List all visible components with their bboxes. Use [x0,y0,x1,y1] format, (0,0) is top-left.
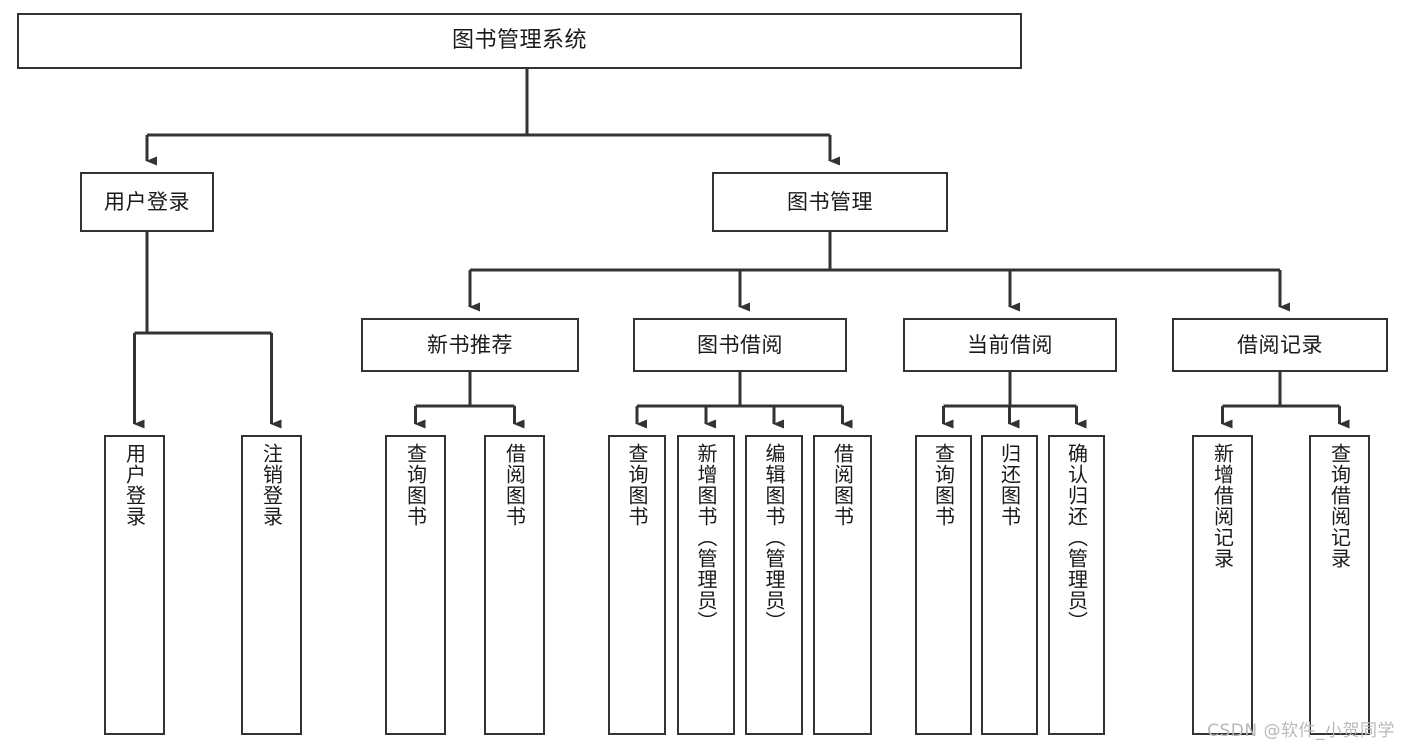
node-br-query-record[interactable]: 查询借阅记录 [1309,435,1370,735]
node-label-nbr-borrow-book: 借阅图书 [502,443,527,527]
node-label-nbr-query-book: 查询图书 [403,443,428,527]
node-book-manage[interactable]: 图书管理 [712,172,948,232]
node-bb-borrow-book[interactable]: 借阅图书 [813,435,872,735]
node-label-new-book-rec: 新书推荐 [427,332,513,357]
node-label-book-borrow: 图书借阅 [697,332,783,357]
node-nbr-query-book[interactable]: 查询图书 [385,435,446,735]
node-cb-return-book[interactable]: 归还图书 [981,435,1038,735]
node-label-borrow-record: 借阅记录 [1237,332,1323,357]
node-label-br-add-record: 新增借阅记录 [1210,443,1235,569]
node-label-user-login: 用户登录 [104,189,190,214]
node-label-bb-borrow-book: 借阅图书 [830,443,855,527]
node-label-bb-edit-book: 编辑图书（管理员） [762,443,786,632]
node-label-root: 图书管理系统 [451,28,587,54]
node-label-cb-query-book: 查询图书 [931,443,956,527]
node-label-logout-leaf: 注销登录 [259,443,284,527]
node-cb-confirm-return[interactable]: 确认归还（管理员） [1048,435,1105,735]
node-label-current-borrow: 当前借阅 [967,332,1053,357]
node-cb-query-book[interactable]: 查询图书 [915,435,972,735]
node-borrow-record[interactable]: 借阅记录 [1172,318,1388,372]
node-bb-add-book[interactable]: 新增图书（管理员） [677,435,735,735]
node-user-login[interactable]: 用户登录 [80,172,214,232]
node-root[interactable]: 图书管理系统 [17,13,1022,69]
node-logout-leaf[interactable]: 注销登录 [241,435,302,735]
node-label-cb-confirm-return: 确认归还（管理员） [1064,443,1089,632]
node-label-cb-return-book: 归还图书 [997,443,1022,527]
csdn-watermark: CSDN @软件_小贺同学 [1207,721,1395,741]
node-book-borrow[interactable]: 图书借阅 [633,318,847,372]
node-label-bb-query-book: 查询图书 [625,443,649,527]
node-user-login-leaf[interactable]: 用户登录 [104,435,165,735]
node-bb-edit-book[interactable]: 编辑图书（管理员） [745,435,803,735]
node-label-user-login-leaf: 用户登录 [122,443,147,527]
node-label-bb-add-book: 新增图书（管理员） [694,443,718,632]
node-label-book-manage: 图书管理 [787,189,873,214]
node-nbr-borrow-book[interactable]: 借阅图书 [484,435,545,735]
node-current-borrow[interactable]: 当前借阅 [903,318,1117,372]
node-br-add-record[interactable]: 新增借阅记录 [1192,435,1253,735]
node-label-br-query-record: 查询借阅记录 [1327,443,1352,569]
node-new-book-rec[interactable]: 新书推荐 [361,318,579,372]
node-bb-query-book[interactable]: 查询图书 [608,435,666,735]
